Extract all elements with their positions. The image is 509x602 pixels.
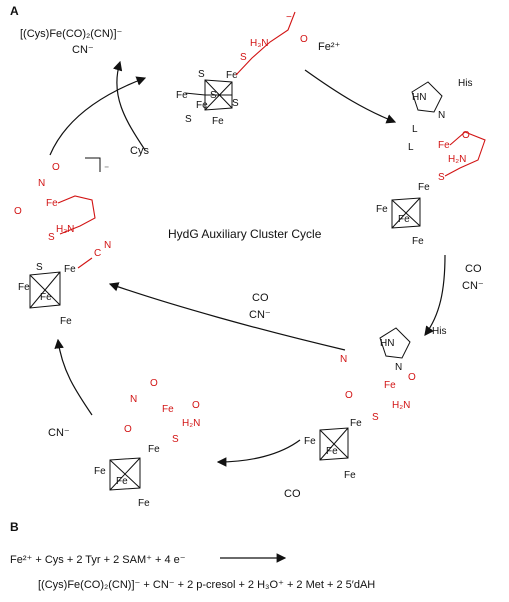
cluster-left: S Fe Fe Fe Fe C N	[18, 240, 111, 327]
svg-text:L: L	[412, 124, 418, 135]
svg-text:O: O	[150, 378, 158, 389]
svg-text:Fe: Fe	[40, 292, 52, 303]
svg-text:S: S	[210, 90, 217, 101]
arrow-product-release-a	[49, 76, 147, 156]
svg-text:S: S	[172, 434, 179, 445]
complex-bottom-left: O N Fe O O H₂N S Fe Fe Fe Fe	[94, 378, 200, 509]
svg-text:S: S	[372, 412, 379, 423]
svg-text:S: S	[232, 98, 239, 109]
co-label-right: CO	[465, 263, 482, 275]
svg-text:H₂N: H₂N	[182, 418, 200, 429]
svg-text:N: N	[395, 362, 402, 373]
svg-text:O: O	[300, 34, 308, 45]
svg-text:Fe: Fe	[46, 198, 58, 209]
svg-text:O: O	[124, 424, 132, 435]
svg-text:Fe: Fe	[344, 470, 356, 481]
svg-text:His: His	[458, 78, 472, 89]
svg-text:O: O	[14, 206, 22, 217]
svg-text:Fe: Fe	[412, 236, 424, 247]
cn-label-right: CN⁻	[462, 280, 484, 292]
panel-b-label: B	[10, 520, 19, 534]
arrow-fe-addition	[304, 69, 397, 124]
svg-text:N: N	[438, 110, 445, 121]
co-label-bottom: CO	[284, 488, 301, 500]
arrow-product-release-b	[112, 60, 146, 151]
svg-text:Fe: Fe	[226, 70, 238, 81]
svg-text:S: S	[240, 52, 247, 63]
equation-reactants: Fe²⁺ + Cys + 2 Tyr + 2 SAM⁺ + 4 e⁻	[10, 554, 186, 566]
arrow-co-cn-addition	[424, 254, 446, 336]
svg-text:Fe: Fe	[212, 116, 224, 127]
panel-a-label: A	[10, 4, 19, 18]
svg-text:Fe: Fe	[64, 264, 76, 275]
product-cyanide-label: CN⁻	[72, 44, 94, 56]
svg-text:S: S	[198, 69, 205, 80]
svg-text:Fe: Fe	[384, 380, 396, 391]
svg-text:HN: HN	[412, 92, 426, 103]
svg-text:⁻: ⁻	[104, 164, 109, 175]
cn-label-left: CN⁻	[48, 427, 70, 439]
svg-text:Fe: Fe	[438, 140, 450, 151]
svg-text:C: C	[94, 248, 101, 259]
svg-text:Fe: Fe	[196, 100, 208, 111]
cluster-top: S Fe Fe S Fe S S Fe S H₃N − O	[176, 11, 308, 127]
co-label-mid: CO	[252, 292, 269, 304]
svg-text:N: N	[130, 394, 137, 405]
arrow-co-cn-shortcut	[108, 282, 346, 351]
complex-top-left: N O Fe O H₂N S ⁻	[14, 157, 109, 243]
svg-text:S: S	[36, 262, 43, 273]
arrow-cn-release	[54, 338, 93, 416]
svg-text:Fe: Fe	[304, 436, 316, 447]
svg-text:H₂N: H₂N	[448, 154, 466, 165]
svg-text:H₂N: H₂N	[56, 224, 74, 235]
svg-text:HN: HN	[380, 338, 394, 349]
svg-text:O: O	[345, 390, 353, 401]
svg-text:His: His	[432, 326, 446, 337]
svg-text:N: N	[38, 178, 45, 189]
equation-products: [(Cys)Fe(CO)₂(CN)]⁻ + CN⁻ + 2 p-cresol +…	[38, 579, 376, 591]
cn-label-mid: CN⁻	[249, 309, 271, 321]
fe2-arrow-label: Fe²⁺	[318, 41, 341, 53]
svg-text:S: S	[185, 114, 192, 125]
svg-text:Fe: Fe	[176, 90, 188, 101]
svg-text:O: O	[462, 130, 470, 141]
svg-text:H₃N: H₃N	[250, 38, 269, 49]
product-complex-label: [(Cys)Fe(CO)₂(CN)]⁻	[20, 28, 123, 40]
svg-text:Fe: Fe	[418, 182, 430, 193]
svg-text:O: O	[52, 162, 60, 173]
svg-text:O: O	[408, 372, 416, 383]
cluster-right-top: HN His N L L Fe O H₂N S Fe Fe Fe Fe	[376, 78, 486, 247]
svg-text:N: N	[340, 354, 347, 365]
svg-text:O: O	[192, 400, 200, 411]
svg-text:Fe: Fe	[60, 316, 72, 327]
svg-text:Fe: Fe	[162, 404, 174, 415]
svg-text:Fe: Fe	[148, 444, 160, 455]
svg-text:N: N	[104, 240, 111, 251]
arrow-co-loss	[216, 439, 301, 467]
svg-text:Fe: Fe	[138, 498, 150, 509]
svg-text:H₂N: H₂N	[392, 400, 410, 411]
complex-right-mid: HN His N N O Fe O H₂N S Fe Fe Fe Fe	[304, 326, 446, 481]
svg-text:Fe: Fe	[376, 204, 388, 215]
svg-text:−: −	[286, 12, 292, 23]
svg-text:Fe: Fe	[350, 418, 362, 429]
svg-text:Fe: Fe	[18, 282, 30, 293]
svg-text:Fe: Fe	[326, 446, 338, 457]
charge-bracket	[85, 157, 101, 172]
svg-text:S: S	[438, 172, 445, 183]
svg-text:L: L	[408, 142, 414, 153]
svg-text:Fe: Fe	[398, 214, 410, 225]
cycle-title: HydG Auxiliary Cluster Cycle	[168, 227, 322, 241]
svg-text:Fe: Fe	[116, 476, 128, 487]
svg-text:Fe: Fe	[94, 466, 106, 477]
svg-text:S: S	[48, 232, 55, 243]
